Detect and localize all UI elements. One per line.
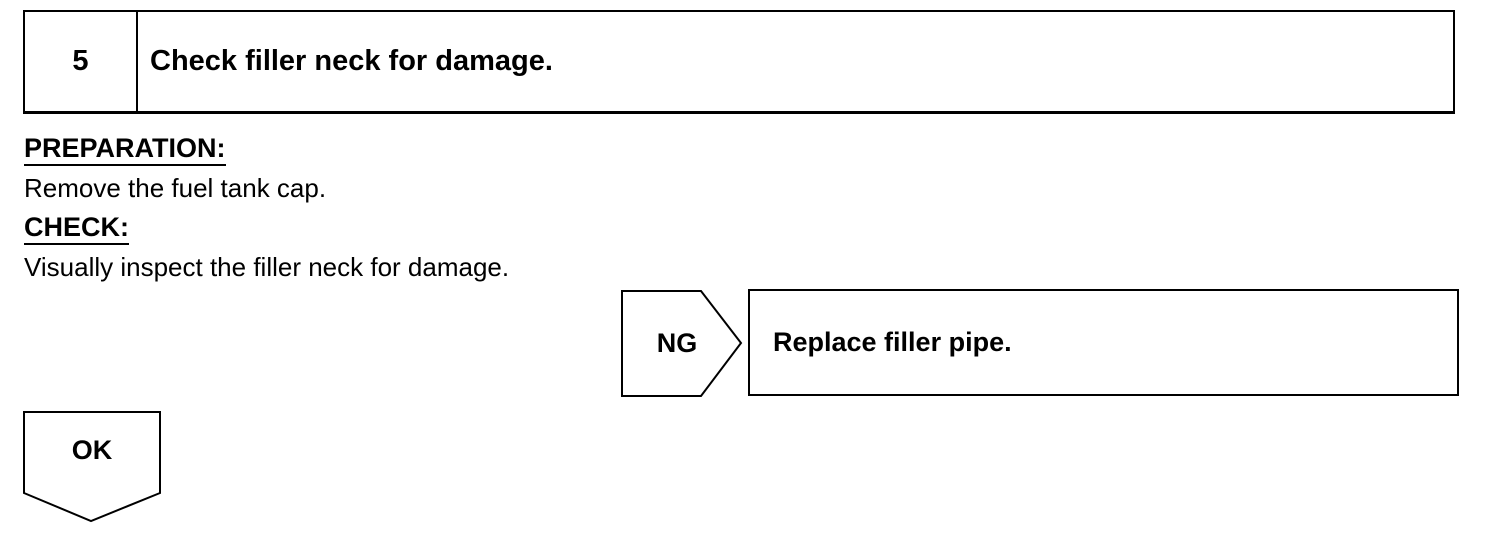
ng-label: NG bbox=[656, 328, 698, 358]
check-text: Visually inspect the filler neck for dam… bbox=[24, 252, 510, 282]
ok-branch-tag: OK bbox=[23, 411, 163, 523]
preparation-text: Remove the fuel tank cap. bbox=[24, 173, 327, 203]
check-label: CHECK: bbox=[24, 212, 129, 245]
step-number: 5 bbox=[25, 12, 138, 111]
ok-label: OK bbox=[71, 435, 113, 465]
preparation-label: PREPARATION: bbox=[24, 133, 226, 166]
ng-arrow-shape bbox=[621, 290, 743, 397]
ok-arrow-shape bbox=[23, 411, 161, 523]
step-header: 5 Check filler neck for damage. bbox=[23, 10, 1455, 114]
ng-action-box: Replace filler pipe. bbox=[748, 289, 1459, 396]
step-title: Check filler neck for damage. bbox=[150, 45, 553, 77]
ng-branch-tag: NG bbox=[621, 290, 743, 397]
